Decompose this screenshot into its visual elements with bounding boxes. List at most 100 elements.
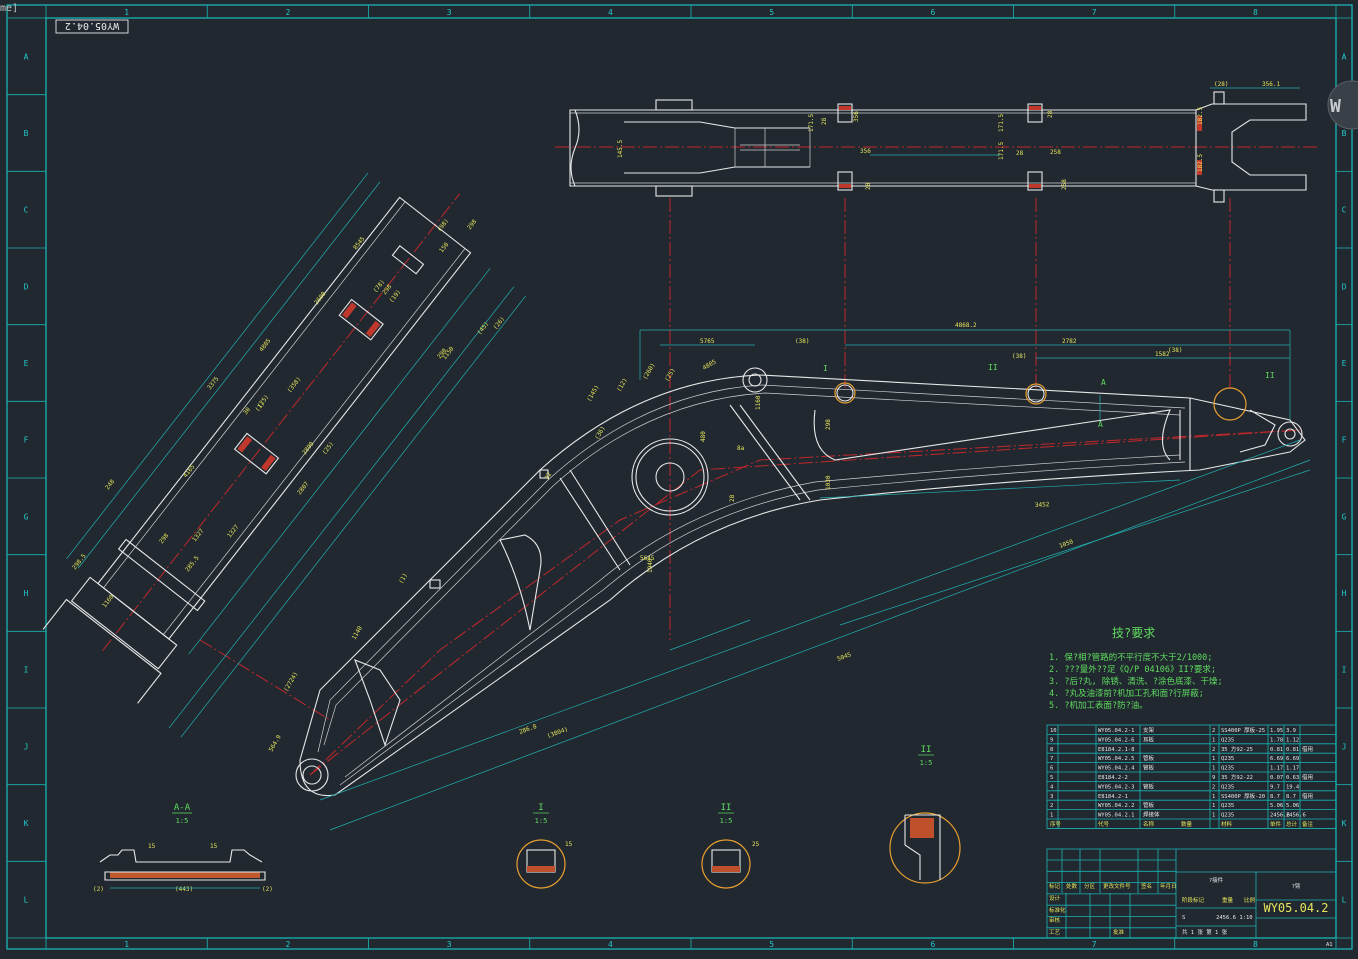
- dim-label: 28: [865, 182, 872, 190]
- title-block-label: 重量: [1222, 896, 1234, 904]
- title-sheet-info: 共 1 张 第 1 张: [1182, 928, 1228, 936]
- cell-material: Q235: [1221, 766, 1234, 772]
- top-plan-view: [555, 87, 1320, 203]
- window-title-stub: me]: [0, 3, 19, 14]
- tech-req-title: 技?要求: [1112, 626, 1155, 640]
- section-ii-large-label: II: [921, 745, 932, 755]
- cell-no: 3: [1050, 794, 1053, 800]
- dim-label: (2): [262, 886, 273, 893]
- cell-qty: 2: [1212, 747, 1215, 753]
- zone-row-label-right: C: [1342, 206, 1347, 215]
- cell-no: 9: [1050, 737, 1053, 743]
- dim-label: 356: [853, 111, 860, 122]
- section-aa-label: A-A: [174, 803, 191, 813]
- cell-code: WY05.04.2-1: [1098, 728, 1134, 734]
- cell-name: 管板: [1143, 782, 1155, 790]
- cell-material: Q235: [1221, 756, 1234, 762]
- dim-label: 1582: [1155, 351, 1170, 358]
- section-i-label: I: [538, 803, 543, 813]
- marker-ii-2: II: [1265, 371, 1275, 380]
- zone-col-label-top: 6: [930, 8, 935, 17]
- section-ii-large: II 1:5: [889, 745, 961, 884]
- marker-ii-1: II: [988, 363, 998, 372]
- cell-unit-weight: 9.7: [1270, 784, 1280, 790]
- tech-req-item-2: 2. ???量外??足《Q/P 04106》II?要求;: [1049, 664, 1216, 675]
- cell-material: SS400P 厚板-25: [1221, 726, 1265, 734]
- dim-label: 298: [158, 532, 170, 545]
- cell-unit-weight: 2456.6: [1270, 813, 1290, 819]
- title-block-label: 年月日: [1160, 882, 1177, 890]
- cell-no: 1: [1050, 813, 1053, 819]
- zone-row-label-right: K: [1342, 819, 1347, 828]
- title-sheet-size: A1: [1326, 942, 1333, 948]
- dim-label: 150: [438, 241, 450, 254]
- zone-row-label-right: L: [1342, 896, 1347, 905]
- dim-label: 1050: [1058, 538, 1074, 550]
- section-ii-large-scale: 1:5: [920, 759, 933, 767]
- cell-no: 5: [1050, 775, 1053, 781]
- cell-unit-weight: 1.78: [1270, 737, 1283, 743]
- dim-label: 4805: [702, 358, 718, 371]
- dim-label: 286.8: [518, 723, 538, 736]
- cell-name: 耳板: [1143, 735, 1155, 743]
- cell-total-weight: 1.17: [1286, 766, 1299, 772]
- cell-code: WY05.04.2-6: [1098, 737, 1134, 743]
- dim-label: 1940: [647, 558, 654, 573]
- cell-material: Q235: [1221, 813, 1234, 819]
- cell-total-weight: 8.7: [1286, 794, 1296, 800]
- dim-label: 171.5: [808, 114, 815, 132]
- cell-total-weight: 19.4: [1286, 784, 1300, 790]
- tech-req-item-4: 4. ?丸及油漆前?机加工孔和面?行屏蔽;: [1049, 688, 1204, 699]
- cell-unit-weight: 1.95: [1270, 728, 1283, 734]
- cell-unit-weight: 5.06: [1270, 803, 1283, 809]
- table-header-cell: 代号: [1098, 820, 1110, 828]
- dim-label: 5765: [700, 338, 715, 345]
- cell-note: 借用: [1302, 792, 1313, 800]
- tech-req-item-5: 5. ?机加工表面?防?油。: [1049, 700, 1148, 711]
- title-block-labels: 标记处数分区更改文件号签名年月日设计标准化审核工艺批准阶段标记重量比例: [1047, 849, 1256, 938]
- zone-tick-marks: [7, 5, 1352, 949]
- zone-row-label-left: F: [24, 436, 29, 445]
- dim-label: (145): [586, 384, 601, 403]
- dim-label: 1140: [351, 625, 364, 641]
- cell-material: Q235: [1221, 784, 1234, 790]
- zone-col-label-top: 8: [1253, 8, 1258, 17]
- zone-col-label-bottom: 7: [1092, 940, 1097, 949]
- dim-label: 25: [752, 841, 760, 848]
- zone-row-label-left: D: [24, 282, 29, 291]
- cell-no: 4: [1050, 784, 1054, 790]
- zone-row-label-left: B: [24, 129, 29, 138]
- cell-unit-weight: 1.17: [1270, 766, 1283, 772]
- dim-label: 32: [544, 471, 554, 481]
- section-i-scale: 1:5: [535, 817, 548, 825]
- dim-label: 28: [821, 117, 828, 125]
- dim-label: 298.5: [71, 552, 88, 571]
- dim-label: 28: [1047, 110, 1054, 118]
- dim-label: (25): [321, 441, 335, 457]
- cell-code: WY05.04.2.2: [1098, 803, 1134, 809]
- zone-col-label-bottom: 2: [285, 940, 290, 949]
- cell-qty: 1: [1212, 794, 1215, 800]
- dim-label: 171.5: [998, 114, 1005, 132]
- cell-unit-weight: 8.7: [1270, 794, 1280, 800]
- zone-col-label-top: 4: [608, 8, 613, 17]
- cell-no: 7: [1050, 756, 1053, 762]
- watermark-letter: W: [1330, 96, 1341, 117]
- dim-label: (12): [616, 377, 629, 393]
- dim-label: (25): [256, 394, 270, 410]
- tech-req-item-3: 3. ?后?丸, 除锈、清洗、?涂色底漆、干燥;: [1049, 676, 1223, 687]
- cell-total-weight: 3.9: [1286, 728, 1296, 734]
- dim-label: (38): [1012, 353, 1026, 360]
- zone-row-label-left: C: [24, 206, 29, 215]
- cell-no: 10: [1050, 728, 1057, 734]
- cell-material: SS400P 厚板-20: [1221, 792, 1265, 800]
- dim-label: 1160: [755, 395, 762, 410]
- dim-label: 1327: [226, 523, 241, 539]
- cell-name: 管板: [1143, 754, 1155, 762]
- table-header-cell: 材料: [1221, 820, 1233, 828]
- cell-total-weight: 0.63: [1286, 775, 1299, 781]
